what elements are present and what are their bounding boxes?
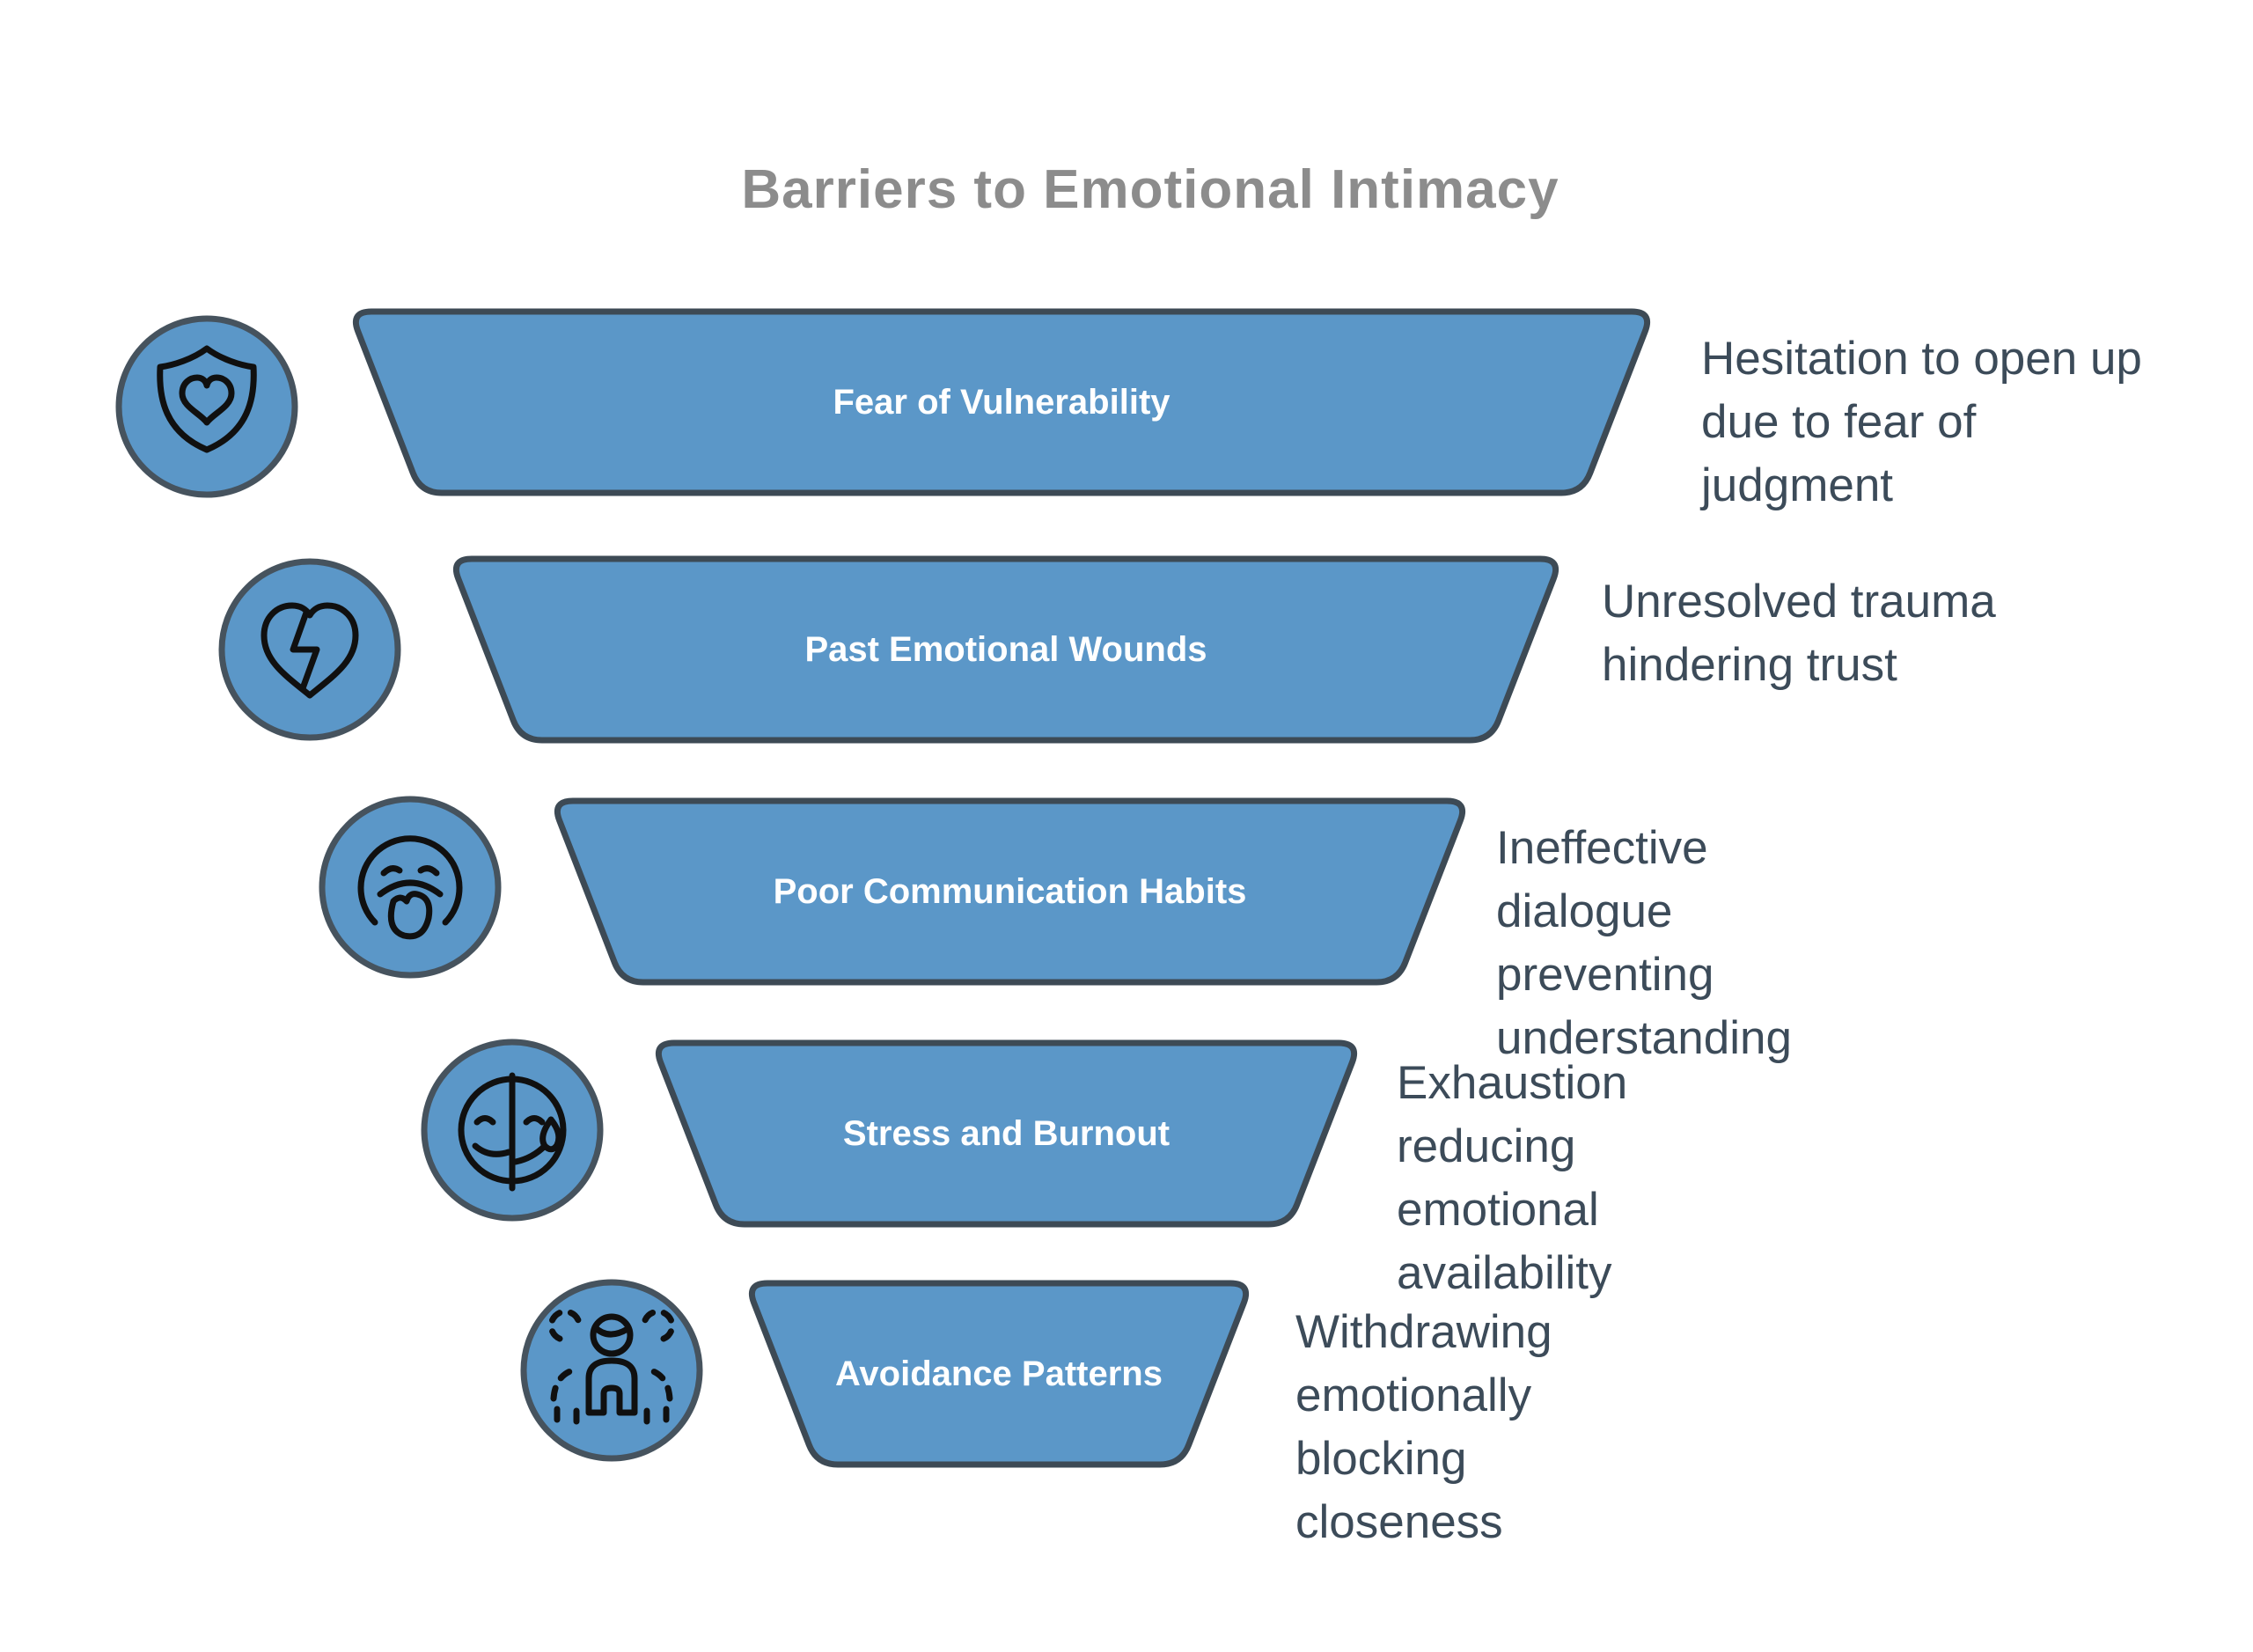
funnel-segment-1-label: Fear of Vulnerability bbox=[833, 382, 1171, 422]
funnel-segment-5 bbox=[748, 1280, 1250, 1468]
funnel-segment-4-label: Stress and Burnout bbox=[842, 1113, 1171, 1153]
funnel-segment-5-description: Withdrawing emotionally blocking closene… bbox=[1295, 1306, 1552, 1548]
funnel-segment-5-label: Avoidance Patterns bbox=[835, 1354, 1163, 1393]
funnel-segment-1-description: Hesitation to open up due to fear of jud… bbox=[1701, 333, 2142, 511]
person-avoidance-icon bbox=[520, 1279, 703, 1462]
shield-heart-icon bbox=[115, 315, 298, 498]
page-title: Barriers to Emotional Intimacy bbox=[741, 158, 1559, 220]
funnel-segment-2-description: Unresolved trauma hindering trust bbox=[1602, 576, 1996, 691]
broken-heart-icon bbox=[218, 558, 401, 741]
funnel-segment-2-label: Past Emotional Wounds bbox=[804, 629, 1207, 669]
funnel-segment-4-description: Exhaustion reducing emotional availabili… bbox=[1397, 1057, 1628, 1299]
funnel-segment-4 bbox=[655, 1039, 1358, 1228]
funnel-segment-3-label: Poor Communication Habits bbox=[773, 871, 1247, 911]
funnel-segment-1 bbox=[352, 308, 1651, 496]
funnel-segment-2 bbox=[452, 555, 1559, 744]
yawning-face-icon bbox=[319, 796, 502, 979]
funnel-segment-3-description: Ineffective dialogue preventing understa… bbox=[1496, 822, 1792, 1064]
funnel-segment-3 bbox=[554, 797, 1466, 986]
half-sad-face-icon bbox=[421, 1039, 604, 1222]
